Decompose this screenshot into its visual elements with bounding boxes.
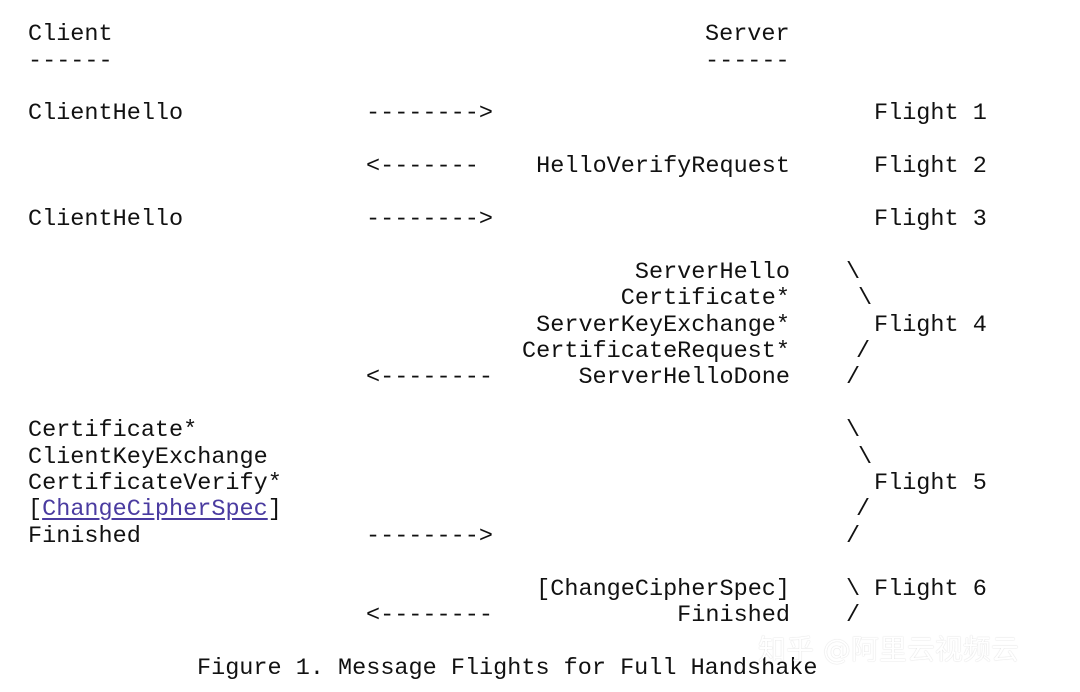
watermark-logo: 知乎 @阿里云视频云 xyxy=(758,633,1019,666)
flight-bracket: / xyxy=(856,496,871,523)
server-message: CertificateRequest* xyxy=(522,338,790,365)
server-message: HelloVerifyRequest xyxy=(536,153,790,180)
flight-bracket: \ xyxy=(858,444,873,471)
client-message: ClientHello xyxy=(28,100,184,127)
arrow-to-server: --------> xyxy=(366,100,493,127)
arrow-to-server: --------> xyxy=(366,523,493,550)
flight-label: Flight 5 xyxy=(874,470,987,497)
arrow-to-client: <------- xyxy=(366,153,479,180)
client-message: [ChangeCipherSpec] xyxy=(28,496,282,524)
flight-label: Flight 3 xyxy=(874,206,987,233)
server-message: ServerKeyExchange* xyxy=(536,312,790,339)
flight-bracket: / xyxy=(846,523,861,550)
flight-bracket: / xyxy=(846,364,861,391)
flight-bracket: / xyxy=(846,602,861,629)
server-message: [ChangeCipherSpec] xyxy=(536,576,790,603)
server-message: Certificate* xyxy=(620,285,790,312)
client-header-rule: ------ xyxy=(28,48,113,75)
arrow-to-client: <-------- xyxy=(366,602,493,629)
client-message: CertificateVerify* xyxy=(28,470,282,497)
client-message-bracket-close: ] xyxy=(267,496,282,523)
flight-bracket: / xyxy=(856,338,871,365)
flight-label: Flight 2 xyxy=(874,153,987,180)
client-message: ClientHello xyxy=(28,206,184,233)
flight-label: Flight 1 xyxy=(874,100,987,127)
server-header: Server xyxy=(705,21,790,48)
flight-label: Flight 4 xyxy=(874,312,987,339)
arrow-to-client: <-------- xyxy=(366,364,493,391)
server-message: ServerHello xyxy=(634,259,790,286)
change-cipher-spec-link[interactable]: ChangeCipherSpec xyxy=(42,496,268,523)
client-message: Certificate* xyxy=(28,417,198,444)
flight-label: Flight 6 xyxy=(874,576,987,603)
client-message: ClientKeyExchange xyxy=(28,444,268,471)
flight-bracket: \ xyxy=(846,417,861,444)
arrow-to-server: --------> xyxy=(366,206,493,233)
flight-bracket: \ xyxy=(858,285,873,312)
flight-bracket: \ xyxy=(846,576,861,603)
figure-caption: Figure 1. Message Flights for Full Hands… xyxy=(197,655,818,682)
server-message: ServerHelloDone xyxy=(578,364,790,391)
server-header-rule: ------ xyxy=(705,48,790,75)
server-message: Finished xyxy=(677,602,790,629)
client-message: Finished xyxy=(28,523,141,550)
client-message-bracket-open: [ xyxy=(28,496,43,523)
flight-bracket: \ xyxy=(846,259,861,286)
client-header: Client xyxy=(28,21,113,48)
